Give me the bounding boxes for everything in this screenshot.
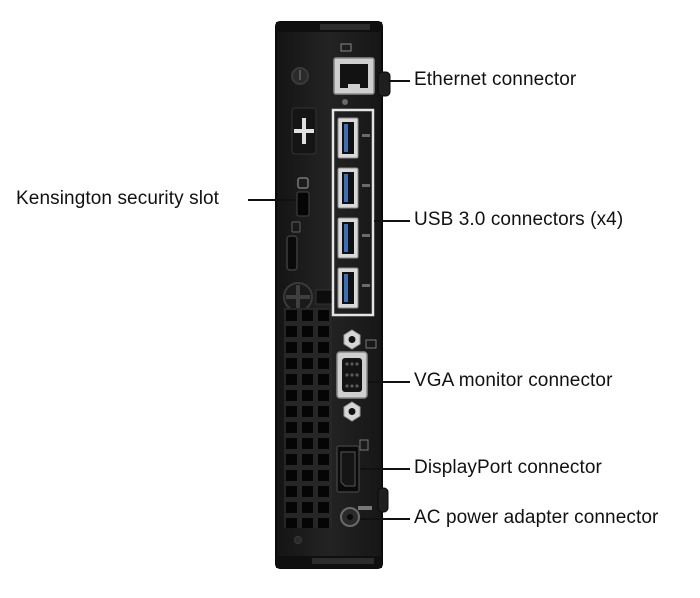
displayport-connector-label: DisplayPort connector — [414, 457, 602, 478]
usb-ss-icon — [362, 184, 370, 187]
padlock-loop-slot — [286, 235, 298, 271]
latch-tab — [315, 289, 333, 305]
usb-leader-line — [374, 220, 410, 222]
ethernet-port-icon — [340, 43, 352, 52]
displayport-icon — [359, 439, 369, 451]
usb-ss-icon — [362, 234, 370, 237]
ethernet-connector-label: Ethernet connector — [414, 69, 577, 90]
side-clip-bottom — [377, 487, 389, 513]
usb-port — [337, 167, 370, 209]
vga-leader-line — [368, 381, 410, 383]
usb-connectors-label: USB 3.0 connectors (x4) — [414, 209, 624, 230]
ac-power-connector-label: AC power adapter connector — [414, 507, 659, 528]
usb-port-group — [331, 108, 375, 317]
power-leader-line — [360, 518, 410, 520]
kensington-leader-line — [248, 199, 296, 201]
status-led — [294, 536, 302, 544]
usb-ss-icon — [362, 284, 370, 287]
power-adapter-icon — [358, 506, 372, 510]
padlock-icon — [291, 221, 301, 233]
kensington-lock-icon — [297, 177, 309, 189]
vent-grille — [284, 308, 332, 528]
vga-connector-label: VGA monitor connector — [414, 370, 613, 391]
chassis-bottom-notch — [312, 558, 374, 564]
usb-ports — [337, 117, 370, 309]
usb-port — [337, 217, 370, 259]
kensington-slot-label: Kensington security slot — [16, 188, 220, 209]
chassis-top-notch — [320, 24, 370, 30]
side-clip-top — [377, 71, 391, 97]
usb-port — [337, 267, 370, 309]
usb-port — [337, 117, 370, 159]
ethernet-leader-line — [388, 80, 410, 82]
vga-icon — [365, 339, 377, 349]
kensington-security-slot — [296, 191, 310, 217]
displayport-leader-line — [360, 468, 410, 470]
usb-ss-icon — [362, 134, 370, 137]
